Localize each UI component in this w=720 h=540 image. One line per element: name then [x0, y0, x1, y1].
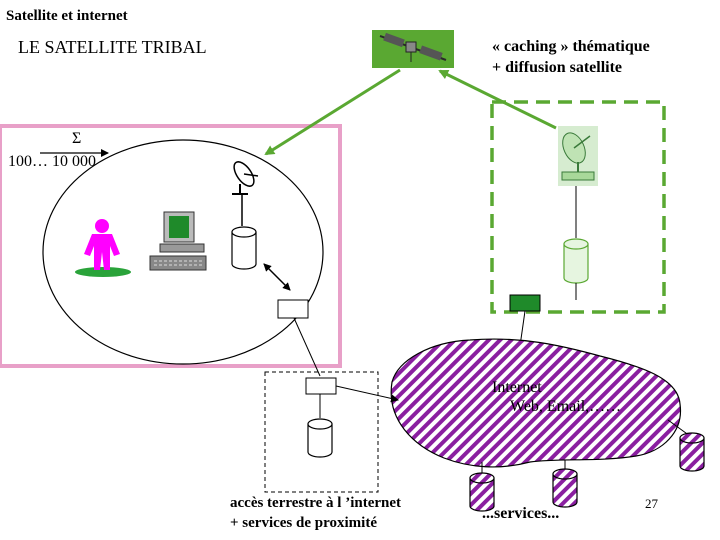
terrestrial-router-box-icon	[305, 377, 337, 395]
internet-caption: Internet Web, Email,……	[492, 378, 621, 416]
terrestrial-line-2: + services de proximité	[230, 514, 377, 531]
terrestrial-to-cloud-arrow	[335, 385, 399, 403]
internet-cloud	[390, 338, 682, 468]
terrestrial-server-cylinder-icon	[307, 418, 333, 458]
tribe-size-range: 100… 10 000	[8, 153, 96, 170]
tribe-frame	[0, 124, 342, 368]
internet-line-1: Internet	[492, 379, 542, 396]
cache-router-double-arrow	[263, 263, 291, 291]
service-server-cylinder-icon	[469, 472, 495, 512]
terrestrial-access-frame	[264, 371, 379, 493]
dish-antenna-icon	[558, 126, 598, 186]
service-server-cylinder-icon	[679, 432, 705, 472]
hub-to-satellite-arrow	[438, 69, 557, 130]
hub-router-box-icon	[509, 294, 541, 312]
internet-line-2: Web, Email,……	[510, 398, 622, 416]
computer-icon	[149, 211, 207, 271]
terrestrial-caption: accès terrestre à l ’internet + services…	[230, 494, 401, 533]
page-title: LE SATELLITE TRIBAL	[18, 37, 207, 57]
tribe-cache-cylinder-icon	[231, 226, 257, 270]
caching-hub-frame	[490, 100, 666, 314]
local-router-link	[293, 317, 321, 377]
satellite-to-tribe-arrow	[264, 68, 401, 156]
sigma-symbol: Σ	[72, 130, 82, 147]
page-number: 27	[645, 496, 658, 511]
hub-cache-cylinder-icon	[563, 238, 589, 284]
terrestrial-line-1: accès terrestre à l ’internet	[230, 495, 402, 511]
service-server-cylinder-icon	[552, 468, 578, 508]
caching-line-1: « caching » thématique	[492, 38, 650, 55]
tribe-dish-antenna-icon	[232, 161, 259, 195]
caching-caption: « caching » thématique + diffusion satel…	[492, 37, 650, 79]
services-label: ...services...	[482, 505, 560, 522]
caching-line-2: + diffusion satellite	[492, 58, 623, 76]
slide-subject: Satellite et internet	[6, 8, 128, 24]
user-figure-icon	[75, 219, 131, 277]
satellite-icon	[372, 30, 454, 68]
tribe-circle	[42, 139, 324, 365]
local-router-box-icon	[277, 299, 309, 319]
